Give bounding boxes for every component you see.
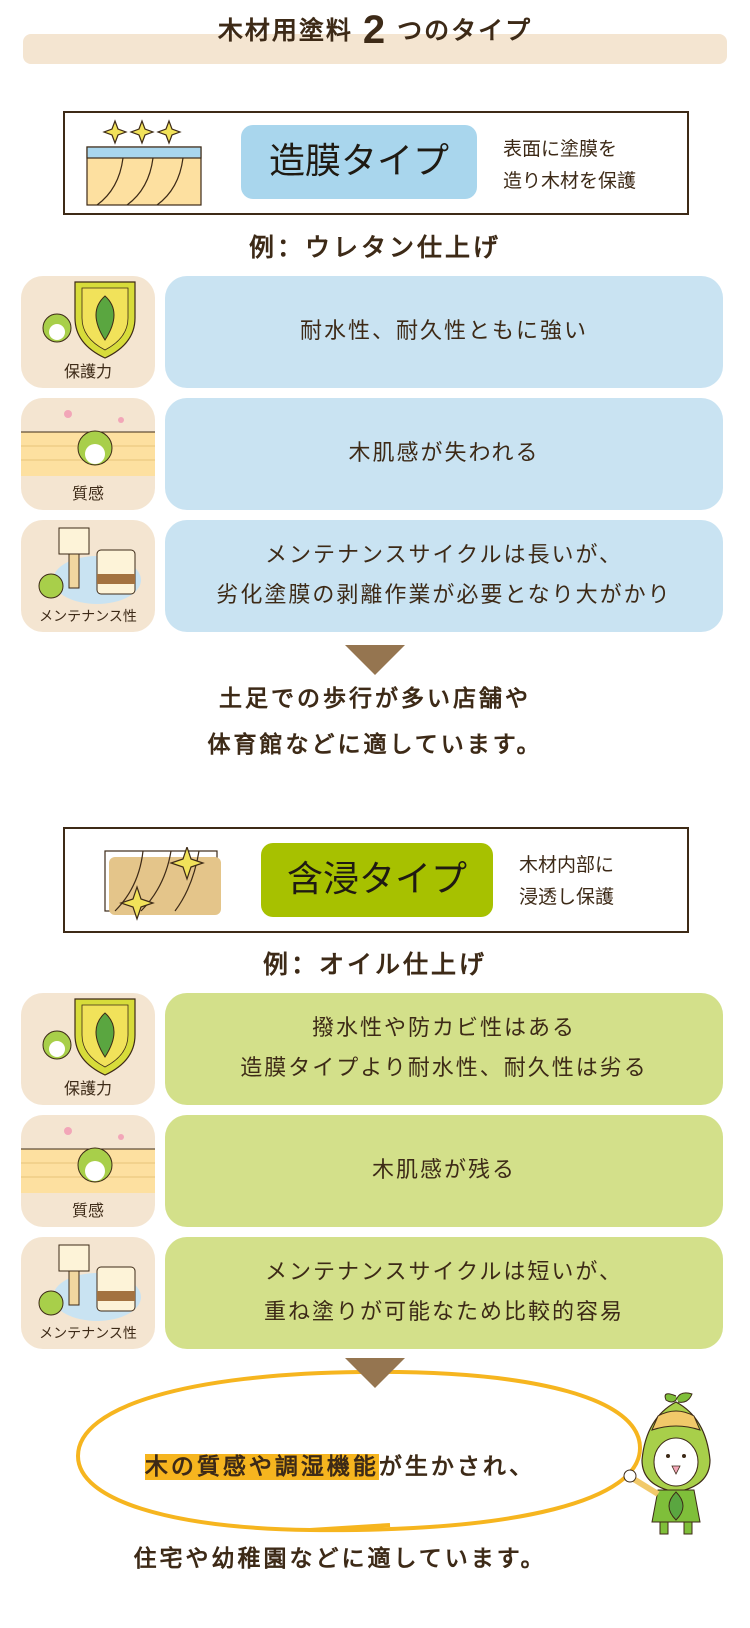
result-highlight: 木の質感や調湿機能 [144, 1454, 379, 1480]
film-type-example: 例：ウレタン仕上げ [248, 233, 501, 262]
texture-tile: 質感 [21, 1115, 155, 1227]
description-line: 木材内部に [519, 854, 615, 876]
film-type-box: 造膜タイプ 表面に塗膜を 造り木材を保護 [63, 111, 689, 215]
penetrating-type-result: 木の質感や調湿機能が生かされ、 住宅や幼稚園などに適しています。 [0, 1398, 680, 1628]
film-maintenance-card: メンテナンスサイクルは長いが、 劣化塗膜の剥離作業が必要となり大がかり [165, 520, 723, 632]
film-type-label: 造膜タイプ [241, 125, 477, 199]
film-type-result: 土足での歩行が多い店舗や 体育館などに適しています。 [207, 686, 543, 758]
description-line: 浸透し保護 [519, 886, 615, 908]
tile-caption: 質感 [71, 1201, 104, 1220]
maintenance-tile: メンテナンス性 [21, 520, 155, 632]
title-suffix: つのタイプ [397, 16, 533, 45]
penetrating-texture-card: 木肌感が残る [165, 1115, 723, 1227]
tile-caption: 保護力 [63, 1079, 112, 1098]
tile-caption: 保護力 [63, 362, 112, 381]
penetrating-type-example: 例：オイル仕上げ [262, 950, 487, 979]
tile-caption: 質感 [71, 484, 104, 503]
penetrating-type-description: 木材内部に 浸透し保護 [519, 849, 614, 913]
protection-tile: 保護力 [21, 276, 155, 388]
film-coating-illustration-icon [86, 119, 202, 206]
brush-paint-can-icon [38, 527, 141, 604]
protection-tile: 保護力 [21, 993, 155, 1105]
result-line2: 住宅や幼稚園などに適しています。 [133, 1546, 547, 1572]
title-band [23, 34, 727, 64]
page-title: 木材用塗料 2 つのタイプ [0, 8, 750, 53]
penetrating-type-box: 含浸タイプ 木材内部に 浸透し保護 [63, 827, 689, 933]
callout-ellipse-icon [75, 1369, 643, 1533]
title-prefix: 木材用塗料 [217, 16, 353, 45]
film-protection-card: 耐水性、耐久性ともに強い [165, 276, 723, 388]
penetrating-protection-card: 撥水性や防カビ性はある 造膜タイプより耐水性、耐久性は劣る [165, 993, 723, 1105]
wood-texture-icon [21, 1127, 155, 1193]
film-type-description: 表面に塗膜を 造り木材を保護 [503, 133, 636, 197]
description-line: 造り木材を保護 [503, 170, 637, 192]
film-texture-card: 木肌感が失われる [165, 398, 723, 510]
penetrating-type-label: 含浸タイプ [261, 843, 493, 917]
shield-leaf-icon [42, 281, 136, 359]
texture-tile: 質感 [21, 398, 155, 510]
result-line1-rest: が生かされ、 [378, 1454, 536, 1480]
maintenance-tile: メンテナンス性 [21, 1237, 155, 1349]
down-arrow-icon [345, 645, 405, 675]
shield-leaf-icon [42, 998, 136, 1076]
tile-caption: メンテナンス性 [39, 1326, 137, 1342]
penetrating-maintenance-card: メンテナンスサイクルは短いが、 重ね塗りが可能なため比較的容易 [165, 1237, 723, 1349]
mascot-character-icon [623, 1392, 711, 1535]
brush-paint-can-icon [38, 1244, 141, 1321]
down-arrow-icon [345, 1358, 405, 1388]
title-number: 2 [362, 8, 388, 52]
wood-texture-icon [21, 410, 155, 476]
description-line: 表面に塗膜を [503, 138, 618, 160]
tile-caption: メンテナンス性 [39, 609, 137, 625]
penetrating-wood-illustration-icon [104, 847, 221, 921]
